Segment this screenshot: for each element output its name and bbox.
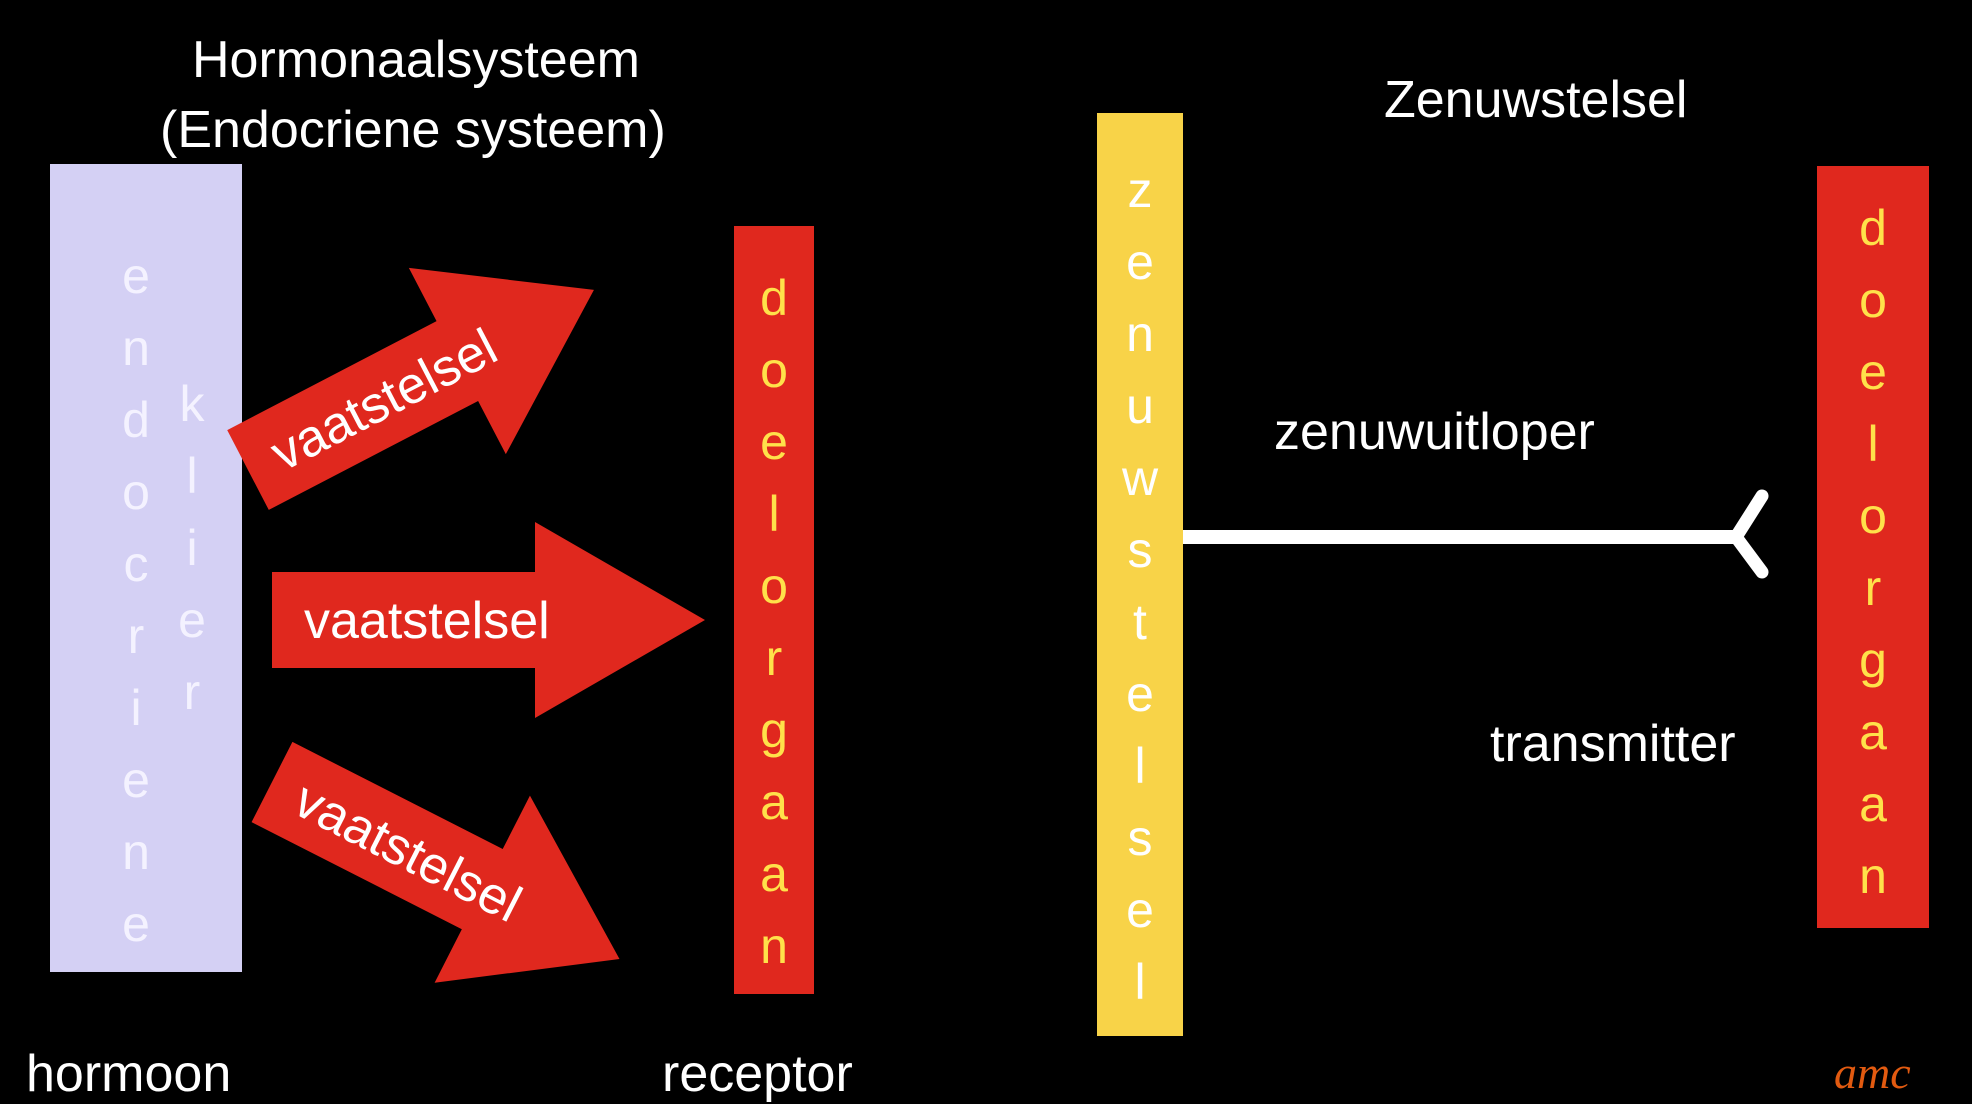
nervous-title: Zenuwstelsel — [1384, 71, 1688, 129]
target-organ-bar-right — [1817, 166, 1929, 928]
target-organ-bar-left — [734, 226, 814, 994]
gland-letter: e — [122, 896, 150, 952]
nerve-letter: l — [1134, 738, 1146, 794]
gland-letter: d — [122, 392, 150, 448]
nerve-fiber-line — [1183, 530, 1740, 544]
transmitter-label: transmitter — [1490, 715, 1736, 773]
organ-letter: r — [1864, 560, 1882, 616]
gland-letter: n — [122, 824, 150, 880]
gland-letter: r — [127, 608, 145, 664]
nerve-letter: e — [1126, 666, 1154, 722]
amc-logo: amc — [1834, 1050, 1911, 1096]
organ-letter: d — [1859, 200, 1887, 256]
amc-logo-text: amc — [1834, 1047, 1911, 1098]
organ-letter: o — [1859, 488, 1887, 544]
gland-letter: i — [130, 680, 142, 736]
gland-letter: l — [186, 448, 198, 504]
nerve-letter: s — [1127, 522, 1153, 578]
organ-letter: a — [760, 846, 788, 902]
gland-letter: e — [122, 752, 150, 808]
organ-letter: o — [760, 558, 788, 614]
endocrine-gland-bar — [50, 164, 242, 972]
nerve-terminal-fork — [1728, 489, 1769, 579]
organ-letter: n — [1859, 848, 1887, 904]
nerve-letter: n — [1126, 306, 1154, 362]
nerve-letter: w — [1121, 450, 1159, 506]
hormonal-title-line2: (Endocriene systeem) — [160, 101, 666, 159]
organ-letter: g — [1859, 632, 1887, 688]
nerve-letter: u — [1126, 378, 1154, 434]
blood-vessel-arrow-middle — [272, 522, 705, 718]
gland-letter: o — [122, 464, 150, 520]
nerve-letter: l — [1134, 954, 1146, 1010]
organ-letter: o — [1859, 272, 1887, 328]
organ-letter: e — [1859, 344, 1887, 400]
organ-letter: g — [760, 702, 788, 758]
blood-vessel-arrow-bottom — [251, 741, 620, 983]
organ-letter: a — [1859, 704, 1887, 760]
hormonal-title-line1: Hormonaalsysteem — [192, 31, 640, 89]
gland-letter: i — [186, 520, 198, 576]
receptor-label: receptor — [662, 1045, 853, 1103]
gland-letter: e — [122, 248, 150, 304]
gland-letter: r — [183, 664, 201, 720]
nerve-letter: t — [1133, 594, 1147, 650]
organ-letter: r — [765, 630, 783, 686]
blood-vessel-arrow-label-middle: vaatstelsel — [304, 592, 550, 650]
organ-letter: a — [1859, 776, 1887, 832]
gland-letter: k — [179, 376, 205, 432]
organ-letter: l — [768, 486, 780, 542]
organ-letter: n — [760, 918, 788, 974]
axon-label: zenuwuitloper — [1274, 403, 1595, 461]
nerve-letter: e — [1126, 234, 1154, 290]
blood-vessel-arrow-top — [227, 267, 594, 510]
nerve-letter: z — [1127, 162, 1153, 218]
organ-letter: d — [760, 270, 788, 326]
hormone-label: hormoon — [26, 1045, 232, 1103]
gland-letter: n — [122, 320, 150, 376]
organ-letter: a — [760, 774, 788, 830]
nerve-letter: s — [1127, 810, 1153, 866]
organ-letter: e — [760, 414, 788, 470]
gland-letter: e — [178, 592, 206, 648]
nervous-system-bar — [1097, 113, 1183, 1036]
nerve-letter: e — [1126, 882, 1154, 938]
organ-letter: o — [760, 342, 788, 398]
organ-letter: l — [1867, 416, 1879, 472]
gland-letter: c — [123, 536, 149, 592]
